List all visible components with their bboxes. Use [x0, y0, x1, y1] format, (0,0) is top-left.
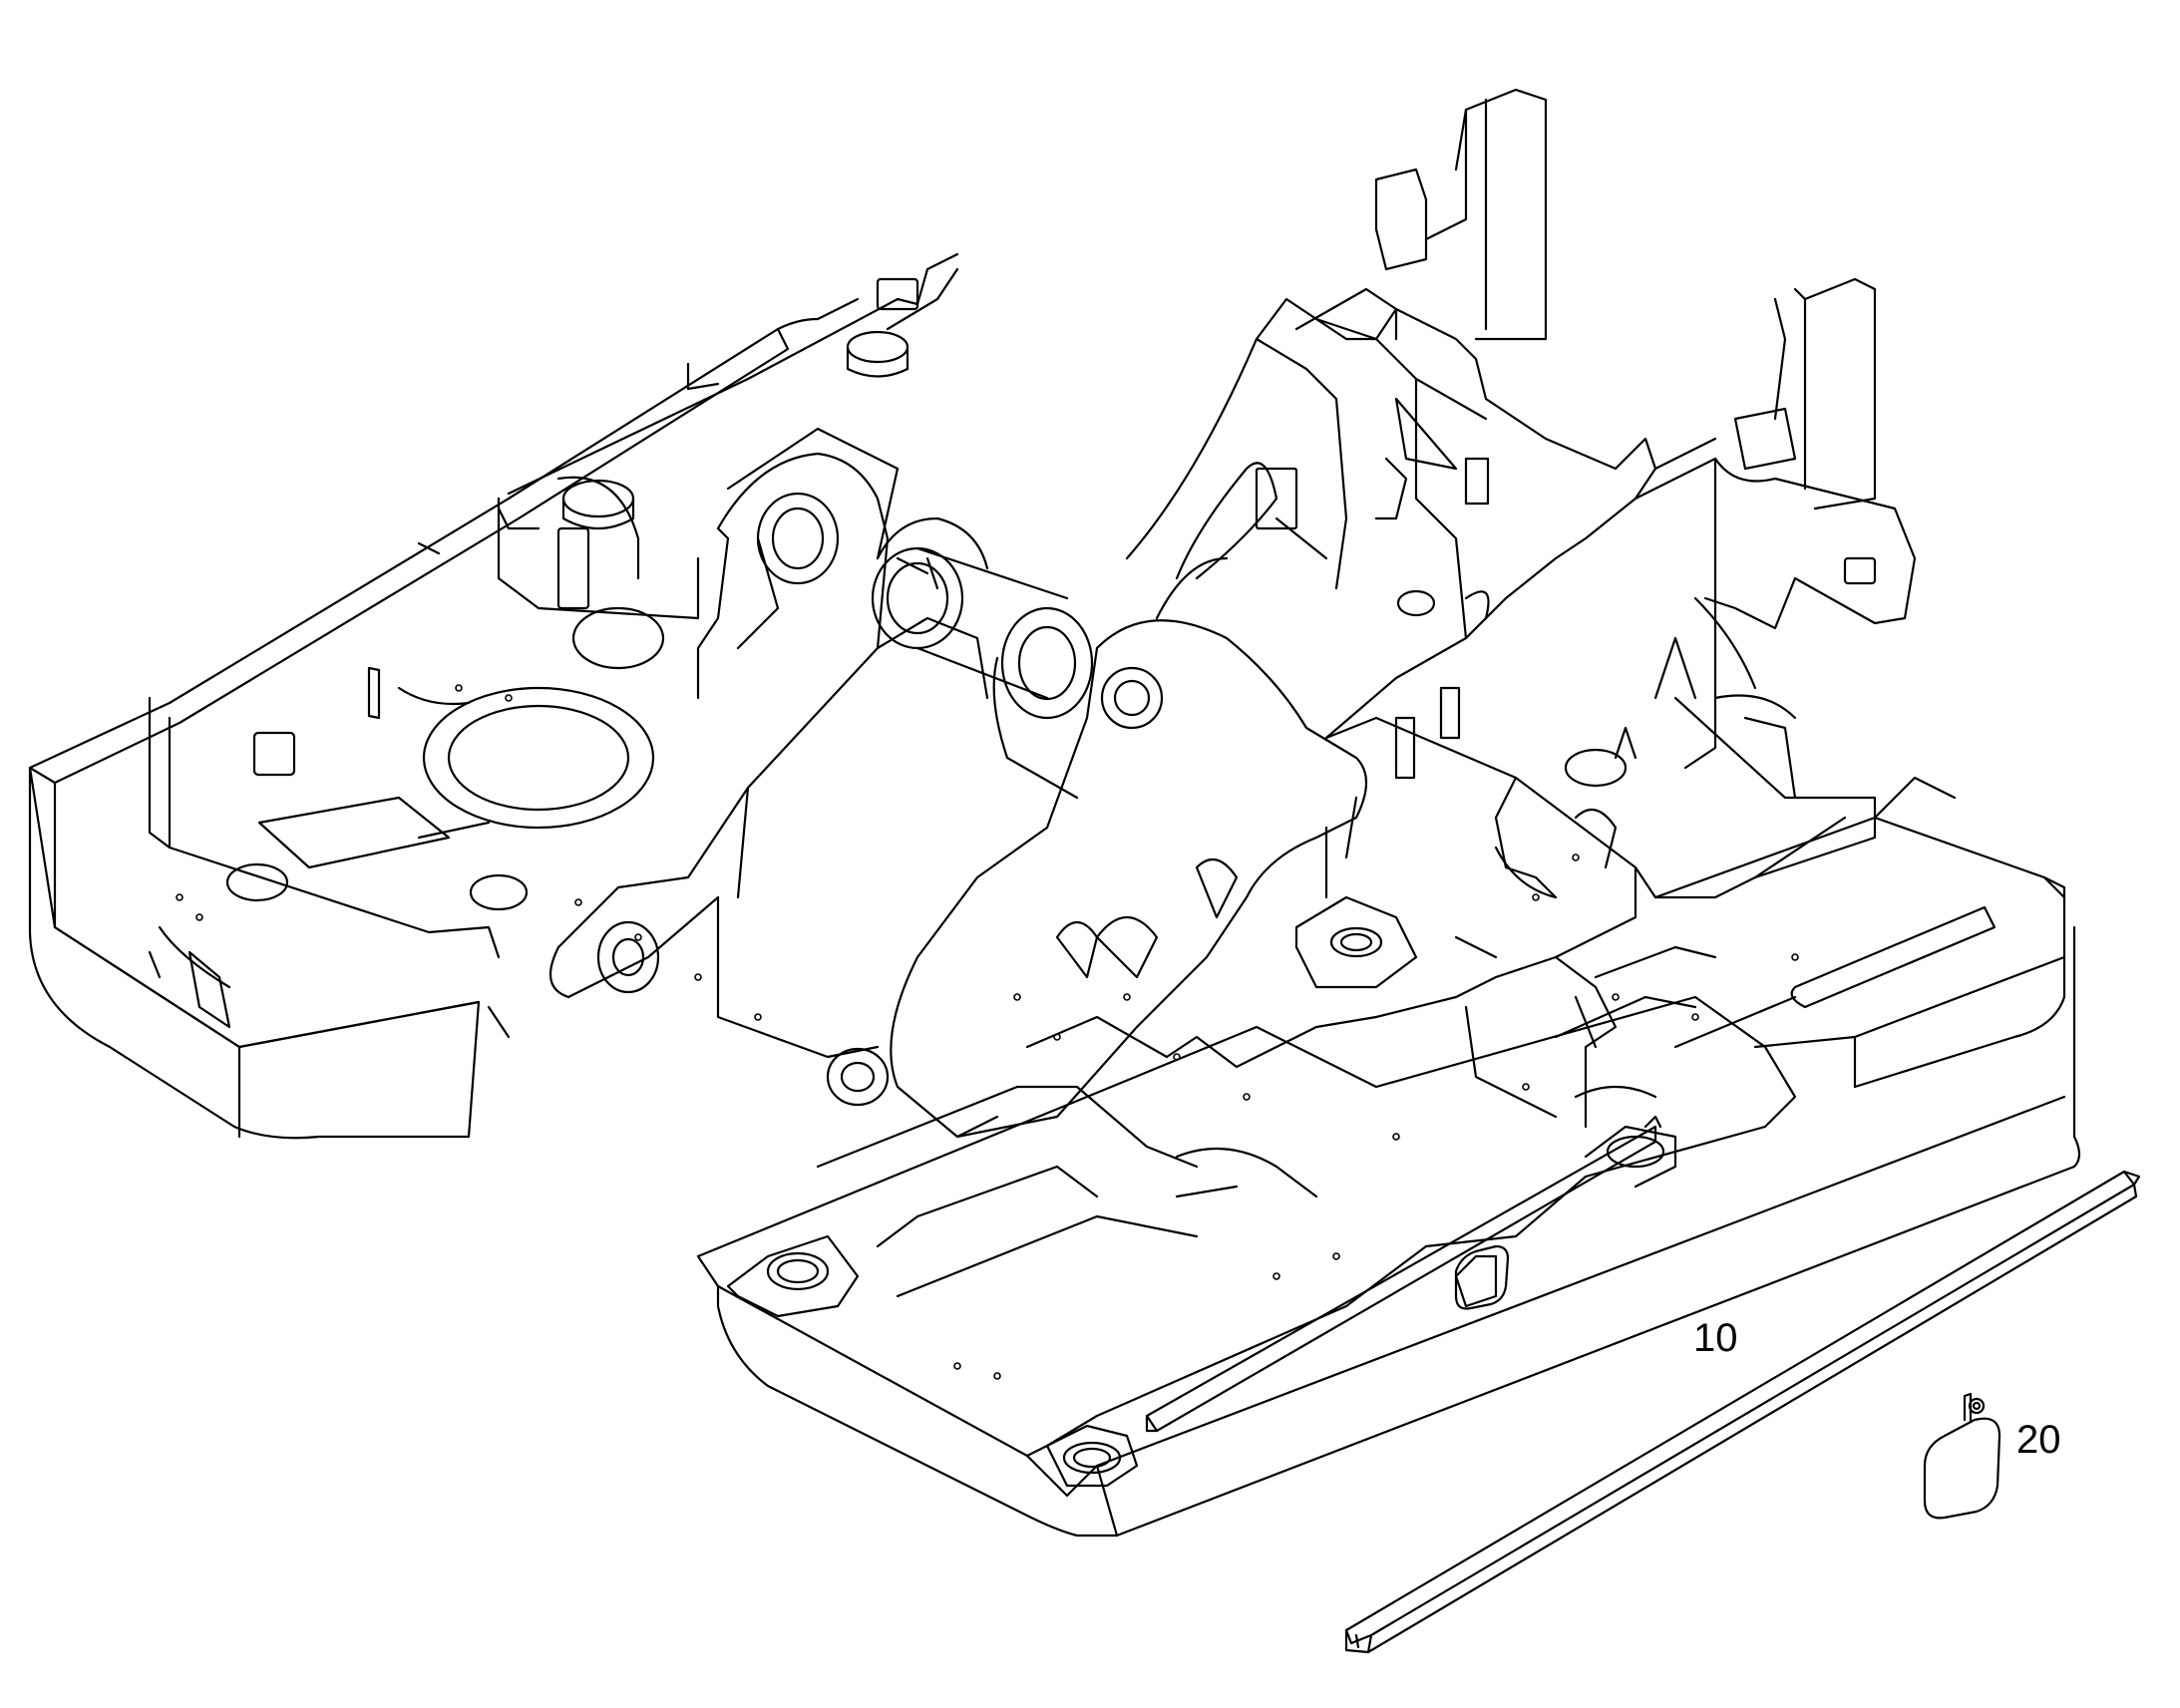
right-frame-lower — [1324, 596, 1877, 959]
boom-mount-right-plate — [826, 619, 1367, 1139]
installed-plug-cap — [1454, 1244, 1510, 1310]
upper-right-frame — [1125, 297, 1657, 780]
center-section — [497, 427, 900, 670]
plug-cap-icon — [1923, 1392, 2001, 1520]
boom-mount-cylinder — [871, 516, 1094, 800]
callout-20-label: 20 — [2016, 1418, 2061, 1462]
rear-frame-rail — [417, 252, 959, 555]
right-counterweight-box — [1574, 776, 2066, 1089]
cover-strip-icon — [1344, 1170, 2141, 1654]
right-upper-posts — [1294, 88, 1917, 630]
callout-10-label: 10 — [1693, 1316, 1738, 1360]
boom-mount-left-plate — [548, 452, 989, 1059]
left-counterweight-box — [28, 327, 790, 1140]
fastener-details — [176, 684, 1799, 1380]
front-bottom-box — [696, 925, 2081, 1537]
installed-cover-strip — [1145, 1115, 1662, 1433]
lower-frame-base — [1025, 796, 1618, 1129]
chassis-frame — [28, 88, 2081, 1537]
